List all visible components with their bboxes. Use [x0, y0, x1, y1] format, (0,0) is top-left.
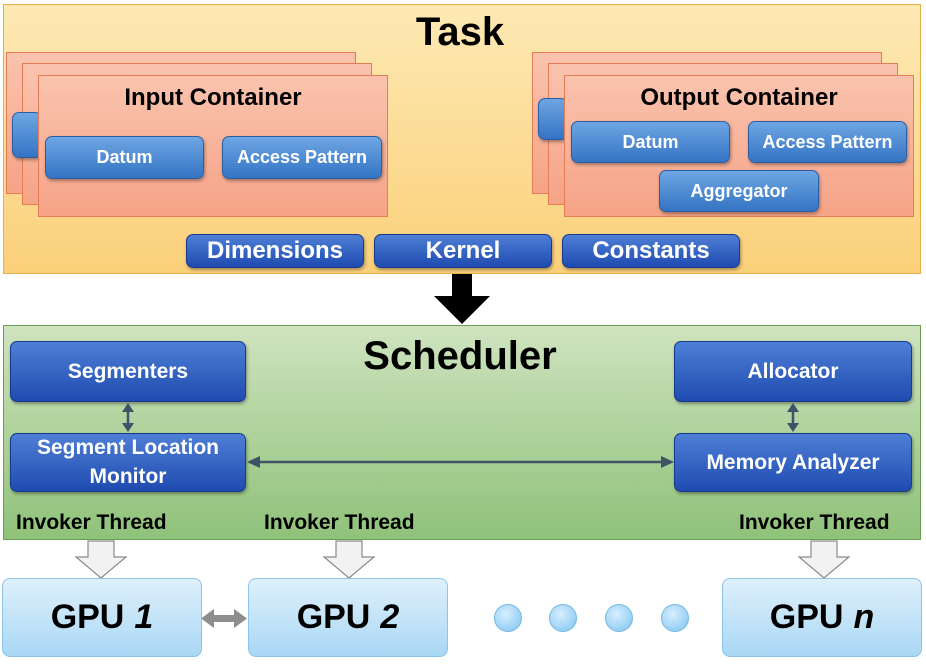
invoker-arrow-3 [797, 540, 851, 579]
input-access-pattern-box: Access Pattern [222, 136, 382, 179]
gpu-n-index: n [853, 598, 875, 636]
gpu-2-prefix: GPU [296, 598, 371, 636]
task-to-scheduler-arrow [434, 274, 490, 324]
task-title: Task [415, 10, 505, 54]
segment-location-monitor-box: Segment Location Monitor [10, 433, 246, 492]
gpu-1-index: 1 [134, 598, 154, 636]
ellipsis-dot-4 [661, 604, 689, 632]
gpu-link-arrow [201, 609, 247, 628]
invoker-arrow-2 [322, 540, 376, 579]
ellipsis-dot-3 [605, 604, 633, 632]
dimensions-box: Dimensions [186, 234, 364, 268]
ellipsis-dot-2 [549, 604, 577, 632]
output-aggregator-box: Aggregator [659, 170, 819, 212]
invoker-thread-label-1: Invoker Thread [16, 511, 167, 534]
invoker-thread-label-2: Invoker Thread [264, 511, 415, 534]
output-access-pattern-box: Access Pattern [748, 121, 907, 163]
input-datum-box: Datum [45, 136, 204, 179]
scheduler-title: Scheduler [363, 334, 557, 378]
invoker-thread-label-3: Invoker Thread [739, 511, 890, 534]
ellipsis-dot-1 [494, 604, 522, 632]
segmenters-box: Segmenters [10, 341, 246, 402]
invoker-arrow-1 [74, 540, 128, 579]
memory-analyzer-box: Memory Analyzer [674, 433, 912, 492]
allocator-box: Allocator [674, 341, 912, 402]
output-datum-box: Datum [571, 121, 730, 163]
output-container-title: Output Container [640, 84, 838, 111]
gpu-1-prefix: GPU [50, 598, 125, 636]
kernel-box: Kernel [374, 234, 552, 268]
gpu-2-index: 2 [380, 598, 400, 636]
gpu-n-prefix: GPU [769, 598, 844, 636]
constants-box: Constants [562, 234, 740, 268]
input-container-title: Input Container [124, 84, 302, 111]
